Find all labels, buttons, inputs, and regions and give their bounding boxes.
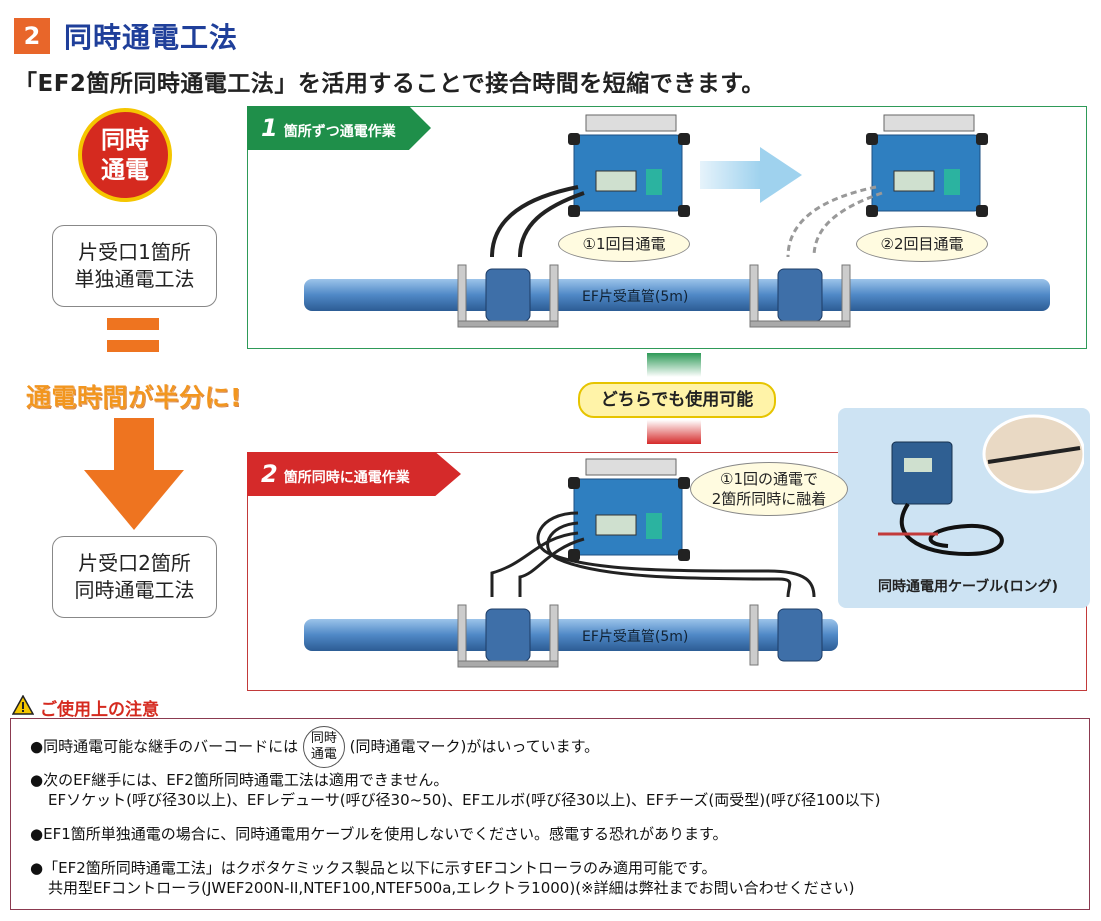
mark-line1: 同時 bbox=[310, 731, 337, 746]
section-number: 2 bbox=[14, 18, 50, 54]
double-method-box: 片受口2箇所 同時通電工法 bbox=[52, 536, 217, 618]
bubble-line1: ①1回の通電で bbox=[720, 470, 818, 488]
ribbon-bottom-number: 2 bbox=[261, 460, 278, 488]
note4-line2: 共用型EFコントローラ(JWEF200N-II,NTEF100,NTEF500a… bbox=[48, 879, 855, 897]
warning-icon bbox=[12, 695, 34, 715]
single-method-line2: 単独通電工法 bbox=[74, 267, 195, 291]
note1-pre: ●同時通電可能な継手のバーコードには bbox=[30, 737, 299, 756]
ef-controller-2 bbox=[866, 114, 988, 217]
equals-bar-top bbox=[107, 318, 159, 330]
double-method-line2: 同時通電工法 bbox=[74, 578, 195, 602]
caution-note-3: ●EF1箇所単独通電の場合に、同時通電用ケーブルを使用しないでください。感電する… bbox=[30, 825, 728, 843]
simultaneous-badge: 同時 通電 bbox=[78, 108, 172, 202]
simultaneous-energize-bubble: ①1回の通電で 2箇所同時に融着 bbox=[690, 462, 848, 516]
subtitle: 「EF2箇所同時通電工法」を活用することで接合時間を短縮できます。 bbox=[14, 71, 765, 97]
badge-line2: 通電 bbox=[101, 156, 149, 184]
mark-line2: 通電 bbox=[310, 747, 337, 762]
green-gradient-bar bbox=[647, 353, 701, 377]
ef-controller-1 bbox=[568, 114, 690, 217]
half-time-text: 通電時間が半分に! bbox=[26, 383, 242, 412]
ribbon-bottom-text: 箇所同時に通電作業 bbox=[283, 470, 410, 486]
one-at-a-time-ribbon: 1 箇所ずつ通電作業 bbox=[247, 106, 431, 150]
single-method-line1: 片受口1箇所 bbox=[78, 240, 191, 264]
note4-line1: ●「EF2箇所同時通電工法」はクボタケミックス製品と以下に示すEFコントローラの… bbox=[30, 859, 717, 877]
section-title: 同時通電工法 bbox=[64, 21, 239, 54]
down-arrow-icon bbox=[84, 418, 184, 530]
second-energize-bubble: ②2回目通電 bbox=[856, 226, 988, 262]
badge-line1: 同時 bbox=[101, 126, 149, 154]
note1-post: (同時通電マーク)がはいっています。 bbox=[349, 737, 600, 756]
simultaneous-ribbon: 2 箇所同時に通電作業 bbox=[247, 452, 461, 496]
bubble-line2: 2箇所同時に融着 bbox=[711, 490, 827, 508]
caution-note-4: ●「EF2箇所同時通電工法」はクボタケミックス製品と以下に示すEFコントローラの… bbox=[30, 858, 854, 898]
double-method-line1: 片受口2箇所 bbox=[78, 551, 191, 575]
cable-photo-illustration bbox=[878, 414, 1084, 557]
single-method-box: 片受口1箇所 単独通電工法 bbox=[52, 225, 217, 307]
simultaneous-diagram bbox=[304, 458, 838, 668]
move-arrow-icon bbox=[700, 147, 802, 203]
caution-title: ご使用上の注意 bbox=[40, 700, 159, 720]
caution-note-1: ●同時通電可能な継手のバーコードには 同時通電 (同時通電マーク)がはいっていま… bbox=[30, 726, 599, 768]
one-at-a-time-diagram bbox=[304, 114, 1050, 328]
note2-line2: EFソケット(呼び径30以上)、EFレデューサ(呼び径30~50)、EFエルボ(… bbox=[48, 791, 881, 809]
ef-controller bbox=[568, 458, 690, 561]
either-usable-label: どちらでも使用可能 bbox=[578, 382, 776, 418]
ribbon-top-text: 箇所ずつ通電作業 bbox=[283, 124, 396, 140]
ribbon-top-number: 1 bbox=[261, 114, 278, 142]
red-gradient-bar bbox=[647, 420, 701, 444]
note2-line1: ●次のEF継手には、EF2箇所同時通電工法は適用できません。 bbox=[30, 771, 449, 789]
simultaneous-mark-icon: 同時通電 bbox=[302, 726, 345, 768]
equals-bar-bottom bbox=[107, 340, 159, 352]
ef-coupler-right bbox=[777, 268, 823, 322]
pipe bbox=[304, 619, 838, 651]
caution-box bbox=[10, 718, 1090, 910]
first-energize-bubble: ①1回目通電 bbox=[558, 226, 690, 262]
ef-coupler-left bbox=[485, 268, 531, 322]
cable-photo-caption: 同時通電用ケーブル(ロング) bbox=[878, 579, 1058, 595]
pipe-label-top: EF片受直管(5m) bbox=[582, 289, 689, 305]
caution-note-2: ●次のEF継手には、EF2箇所同時通電工法は適用できません。 EFソケット(呼び… bbox=[30, 770, 880, 810]
ef-coupler-left bbox=[485, 608, 531, 662]
pipe-label-bottom: EF片受直管(5m) bbox=[582, 629, 689, 645]
ef-coupler-right bbox=[777, 608, 823, 662]
